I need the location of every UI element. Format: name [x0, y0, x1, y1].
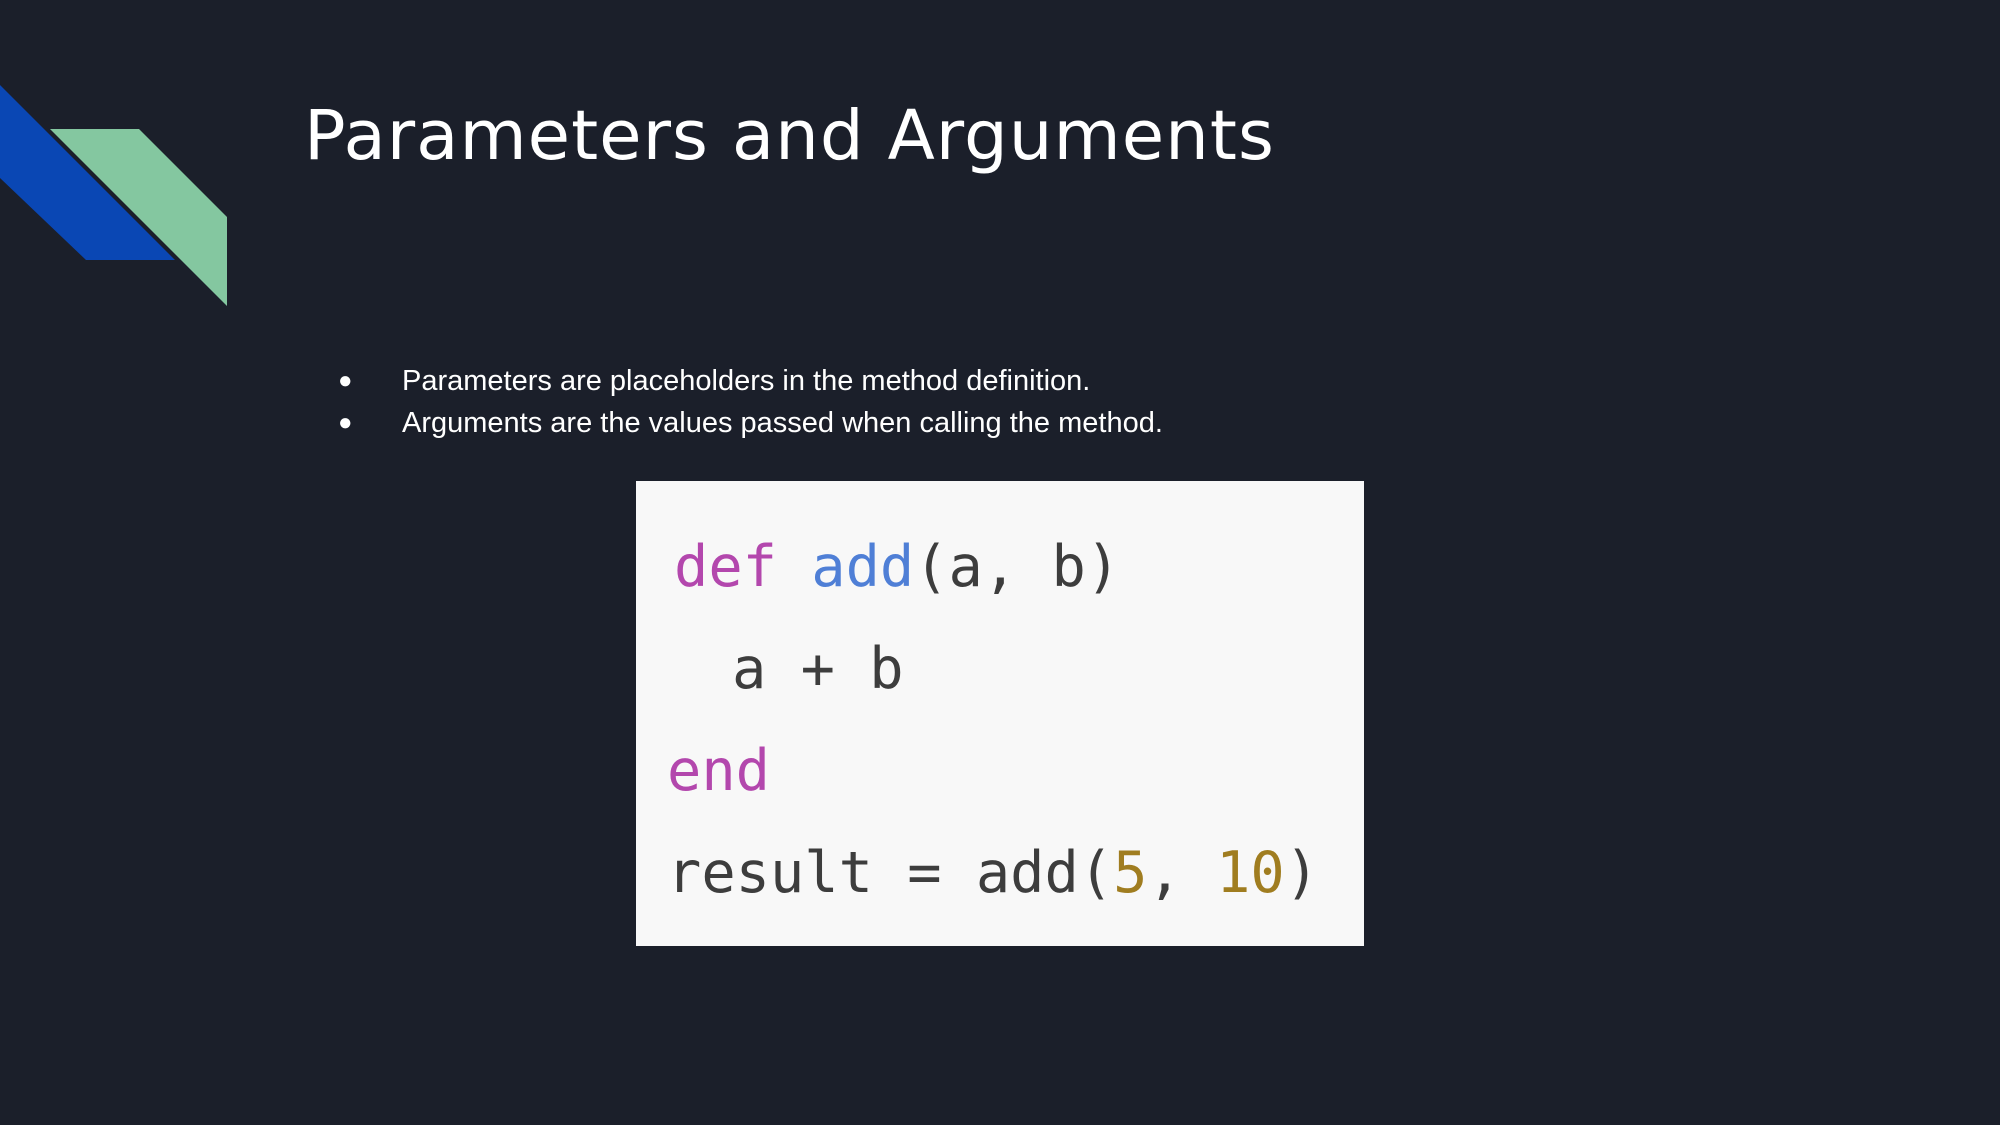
slide-title: Parameters and Arguments: [304, 96, 1275, 176]
code-token: (a, b): [914, 534, 1121, 600]
code-number: 5: [1113, 840, 1148, 906]
green-stripe: [50, 129, 227, 306]
code-keyword: def: [674, 534, 777, 600]
code-line: result = add(5, 10): [667, 837, 1319, 909]
bullet-list: ● Parameters are placeholders in the met…: [330, 360, 1163, 444]
code-line: def add(a, b): [674, 531, 1120, 603]
code-token: ,: [1147, 840, 1217, 906]
code-token: a + b: [732, 636, 904, 702]
code-keyword: end: [667, 738, 770, 804]
bullet-text: Parameters are placeholders in the metho…: [402, 365, 1091, 397]
bullet-item: ● Arguments are the values passed when c…: [330, 402, 1163, 444]
code-token: [777, 534, 811, 600]
blue-stripe: [0, 85, 175, 260]
bullet-item: ● Parameters are placeholders in the met…: [330, 360, 1163, 402]
code-line: end: [667, 735, 770, 807]
code-function-name: add: [811, 534, 915, 600]
bullet-dot-icon: ●: [338, 409, 353, 436]
code-number: 10: [1216, 840, 1285, 906]
code-token: result = add(: [667, 840, 1114, 906]
code-line: a + b: [732, 633, 904, 705]
code-snippet-image: def add(a, b) a + b end result = add(5, …: [636, 481, 1364, 946]
code-token: ): [1284, 840, 1320, 906]
bullet-text: Arguments are the values passed when cal…: [402, 407, 1163, 439]
bullet-dot-icon: ●: [338, 367, 353, 394]
corner-decoration: [0, 85, 227, 306]
